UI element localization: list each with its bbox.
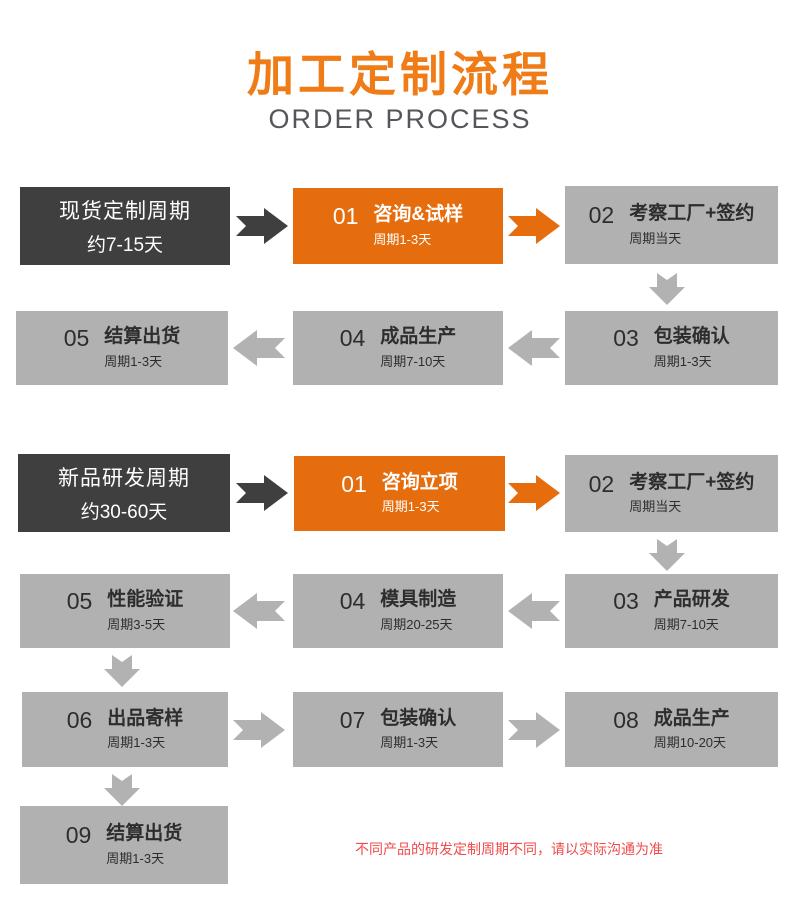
arrow-right-icon — [236, 475, 288, 511]
arrow-right-icon — [508, 712, 560, 748]
step-title: 包装确认 — [380, 707, 457, 729]
step-box-s1-04: 04 成品生产 周期7-10天 — [293, 311, 503, 385]
step-number: 09 — [65, 822, 92, 849]
arrow-left-icon — [233, 593, 285, 629]
step-period: 周期1-3天 — [381, 499, 440, 515]
step-number: 04 — [339, 588, 366, 615]
step-period: 周期3-5天 — [107, 616, 166, 632]
step-number: 05 — [66, 588, 93, 615]
step-title: 产品研发 — [653, 589, 730, 611]
step-box-s1-01: 01 咨询&试样 周期1-3天 — [293, 188, 503, 264]
step-number: 03 — [613, 325, 639, 352]
step-period: 周期7-10天 — [653, 616, 719, 632]
arrow-down-icon — [649, 273, 685, 305]
step-box-s2-06: 06 出品寄样 周期1-3天 — [22, 692, 228, 767]
step-period: 周期1-3天 — [107, 735, 166, 751]
step-number: 02 — [588, 470, 615, 497]
arrow-down-icon — [104, 774, 140, 806]
step-title: 咨询立项 — [381, 471, 458, 493]
cycle-intro-newproduct: 新品研发周期 约30-60天 — [18, 454, 230, 532]
arrow-down-icon — [104, 655, 140, 687]
step-number: 04 — [339, 325, 366, 352]
intro-duration: 约30-60天 — [80, 502, 168, 523]
step-number: 01 — [341, 470, 367, 497]
step-title: 包装确认 — [653, 326, 730, 348]
step-box-s2-09: 09 结算出货 周期1-3天 — [20, 806, 228, 884]
step-period: 周期1-3天 — [380, 735, 439, 751]
step-period: 周期1-3天 — [106, 850, 165, 866]
arrow-left-icon — [508, 330, 560, 366]
step-period: 周期7-10天 — [380, 353, 446, 369]
step-box-s2-04: 04 模具制造 周期20-25天 — [293, 574, 503, 648]
step-number: 08 — [613, 706, 639, 733]
step-number: 06 — [66, 706, 93, 733]
step-period: 周期10-20天 — [653, 735, 727, 751]
intro-duration: 约7-15天 — [86, 235, 164, 256]
step-title: 性能验证 — [107, 589, 184, 611]
page-subtitle: ORDER PROCESS — [268, 104, 532, 134]
intro-title: 现货定制周期 — [59, 200, 191, 223]
step-box-s2-02: 02 考察工厂+签约 周期当天 — [565, 455, 778, 532]
step-period: 周期1-3天 — [104, 353, 163, 369]
step-title: 结算出货 — [106, 823, 183, 845]
step-title: 模具制造 — [380, 589, 457, 611]
step-box-s2-03: 03 产品研发 周期7-10天 — [565, 574, 778, 648]
step-number: 01 — [332, 203, 359, 230]
step-title: 考察工厂+签约 — [629, 471, 755, 493]
step-box-s1-03: 03 包装确认 周期1-3天 — [565, 311, 778, 385]
step-title: 结算出货 — [104, 326, 181, 348]
step-period: 周期1-3天 — [373, 231, 432, 247]
step-box-s1-02: 02 考察工厂+签约 周期当天 — [565, 186, 778, 264]
footnote: 不同产品的研发定制周期不同，请以实际沟通为准 — [355, 841, 663, 857]
arrow-right-icon — [236, 208, 288, 244]
step-box-s2-08: 08 成品生产 周期10-20天 — [565, 692, 778, 767]
arrow-right-icon — [233, 712, 285, 748]
step-title: 成品生产 — [380, 326, 457, 348]
page-title: 加工定制流程 — [247, 48, 553, 101]
step-box-s1-05: 05 结算出货 周期1-3天 — [16, 311, 228, 385]
arrow-right-icon — [508, 208, 560, 244]
step-period: 周期当天 — [629, 499, 682, 515]
step-period: 周期当天 — [629, 230, 682, 246]
step-number: 07 — [339, 706, 366, 733]
cycle-intro-stock: 现货定制周期 约7-15天 — [20, 187, 230, 265]
step-box-s2-05: 05 性能验证 周期3-5天 — [20, 574, 230, 648]
arrow-right-icon — [508, 475, 560, 511]
step-box-s2-07: 07 包装确认 周期1-3天 — [293, 692, 503, 767]
arrow-left-icon — [508, 593, 560, 629]
arrow-down-icon — [649, 539, 685, 571]
step-period: 周期1-3天 — [653, 353, 712, 369]
step-title: 考察工厂+签约 — [629, 203, 755, 225]
step-title: 成品生产 — [653, 707, 730, 729]
step-number: 02 — [588, 202, 615, 229]
step-box-s2-01: 01 咨询立项 周期1-3天 — [294, 456, 505, 531]
arrow-left-icon — [233, 330, 285, 366]
step-title: 出品寄样 — [107, 707, 184, 729]
intro-title: 新品研发周期 — [58, 467, 190, 490]
step-number: 05 — [63, 325, 90, 352]
step-number: 03 — [613, 588, 639, 615]
step-title: 咨询&试样 — [373, 204, 464, 226]
step-period: 周期20-25天 — [380, 616, 453, 632]
